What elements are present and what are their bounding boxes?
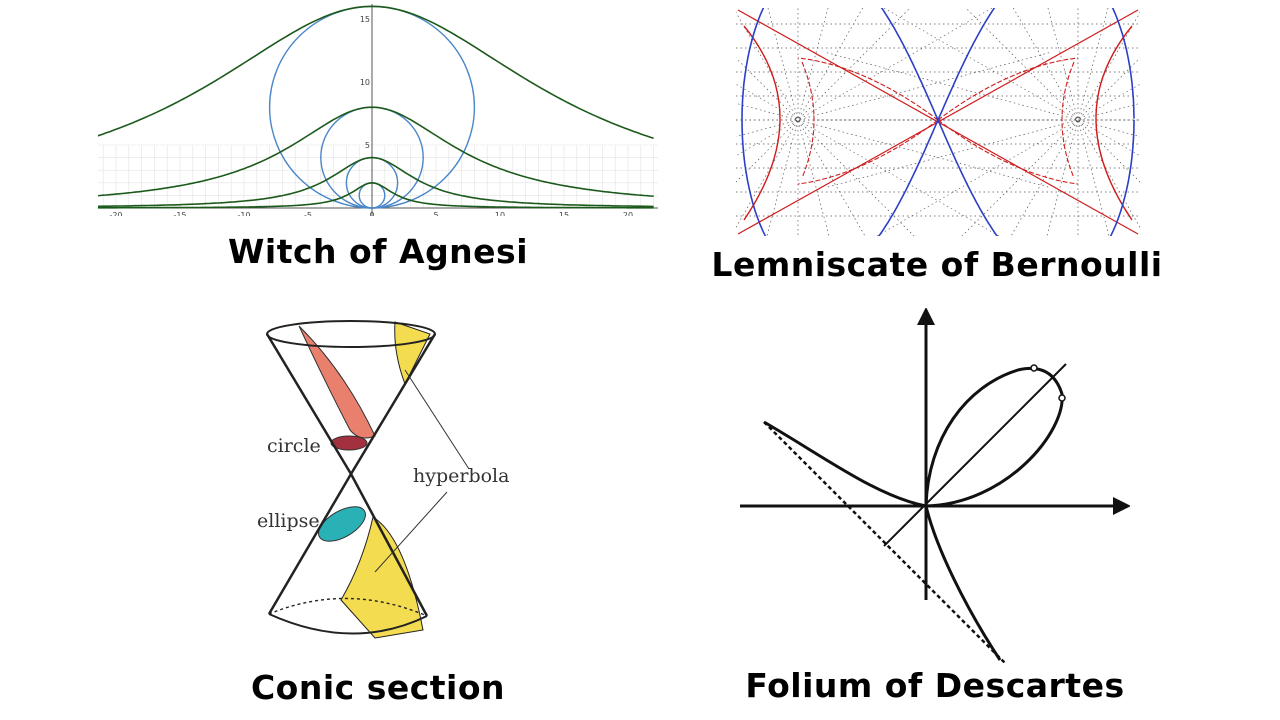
folium-caption: Folium of Descartes [745,666,1125,705]
witch-curve [98,5,654,140]
dotted-ray [736,8,911,183]
x-tick-label: -10 [237,211,250,216]
lemniscate-inner-curve-right [937,57,1079,185]
witch-of-agnesi-diagram: -20 -15 -10 -5 0 5 10 15 20 5 10 15 [98,4,658,216]
witch-grid [98,144,658,208]
x-tick-label: 0 [369,211,374,216]
x-tick-label: -5 [304,211,312,216]
folium-asymptote [763,421,1007,664]
witch-curve [98,156,654,208]
lemniscate-hyperbola-left [743,25,781,221]
dotted-ray [736,83,1000,236]
x-tick-label: -20 [109,211,122,216]
lemniscate-diagram [736,8,1140,236]
x-tick-label: -15 [173,211,186,216]
dotted-ray [826,103,1140,188]
dotted-ray [826,52,1140,137]
lemniscate-caption: Lemniscate of Bernoulli [711,245,1163,284]
dotted-ray [736,52,1050,137]
witch-caption: Witch of Agnesi [227,232,529,271]
witch-curve [98,106,654,197]
witch-curves [98,5,654,209]
conic-section-diagram: circle ellipse hyperbola [257,320,509,639]
witch-tick-labels: -20 -15 -10 -5 0 5 10 15 20 5 10 15 [109,15,633,216]
conic-hyperbola-leader-bottom [374,491,448,573]
folium-point-top [1030,364,1038,372]
conic-circle-label: circle [267,435,321,457]
conic-hyperbola-bottom-fill [340,516,424,639]
y-tick-label: 10 [360,78,370,87]
dotted-ray [736,103,1050,188]
folium-point-right [1058,394,1066,402]
conic-left-side-lower [267,473,353,615]
conic-right-side-upper [349,333,437,475]
dotted-ray [965,8,1140,183]
x-tick-label: 15 [559,211,569,216]
folium-of-descartes-diagram [740,308,1130,664]
dotted-ray [961,57,1140,236]
witch-curve [98,181,654,209]
dotted-ray [736,57,915,236]
conic-right-side-lower [349,473,429,617]
lemniscate-hyperbola-right [1095,25,1133,221]
lemniscate-inner-curve-left [797,57,939,185]
x-tick-label: 20 [623,211,633,216]
conic-hyperbola-leader-top [404,369,470,470]
lemniscate-dotted-lines [736,8,1140,236]
conic-hyperbola-label: hyperbola [413,465,509,487]
dotted-ray [883,8,1140,157]
conic-left-side-upper [265,333,353,475]
folium-branch-lower [924,505,1002,661]
conic-bottom-rim-front [268,613,428,635]
conic-caption: Conic section [250,668,506,707]
dotted-ray [736,8,993,157]
conic-ellipse-label: ellipse [257,510,320,532]
x-tick-label: 10 [495,211,505,216]
lemniscate-oval [741,8,1135,236]
folium-loop [924,367,1064,508]
conic-parabola-fill [298,325,376,439]
folium-symmetry-line [883,363,1067,547]
x-tick-label: 5 [433,211,438,216]
conic-bottom-rim-back [268,597,428,617]
conic-ellipse-fill [318,506,366,542]
y-tick-label: 15 [360,15,370,24]
folium-branch-left [763,420,927,508]
y-tick-label: 5 [365,141,370,150]
dotted-ray [876,83,1140,236]
